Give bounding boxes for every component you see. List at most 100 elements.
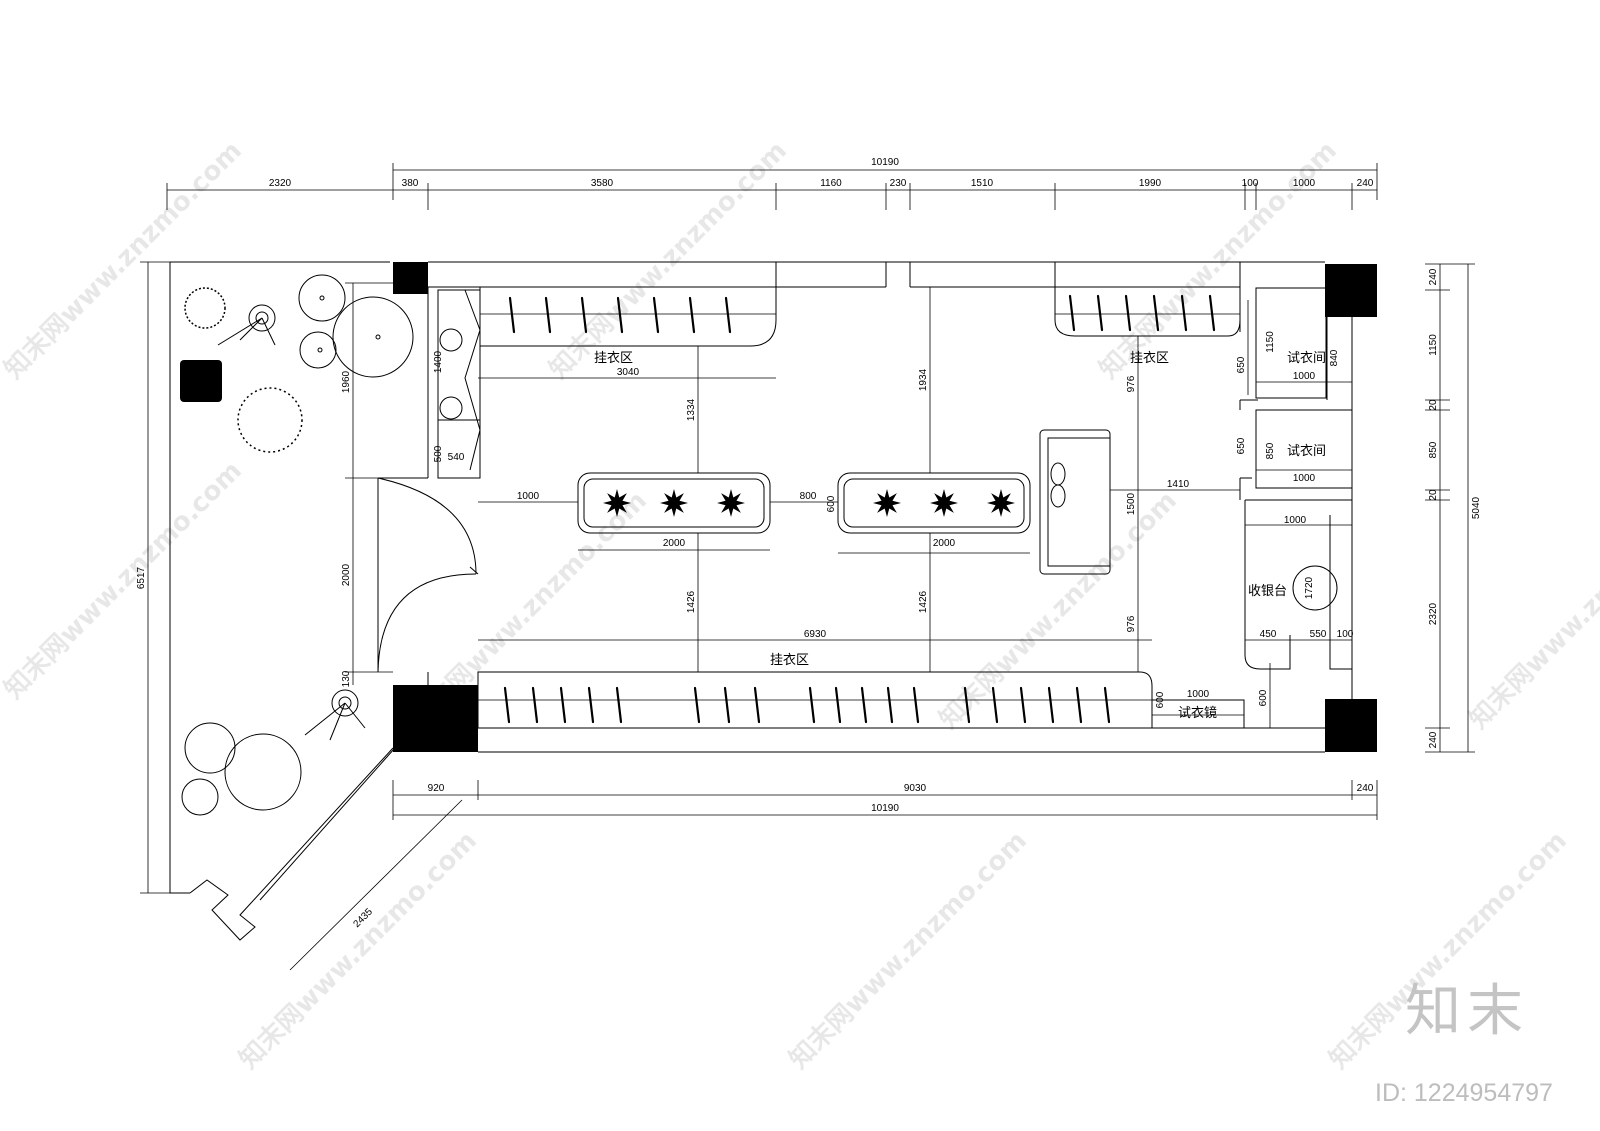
dim-interior: 1426 bbox=[918, 590, 929, 613]
dim-left: 130 bbox=[341, 670, 352, 687]
dim-cashier: 550 bbox=[1310, 629, 1327, 640]
dim-top-seg: 1160 bbox=[820, 178, 842, 189]
dim-right-seg: 2320 bbox=[1428, 602, 1439, 625]
dim-interior: 1334 bbox=[686, 398, 697, 421]
dim-bottom-seg: 9030 bbox=[904, 783, 927, 794]
hanger bbox=[615, 686, 623, 724]
hanger bbox=[963, 686, 971, 724]
dim-right-seg: 240 bbox=[1428, 731, 1439, 748]
dim-fitting: 840 bbox=[1329, 349, 1340, 366]
hanger bbox=[723, 686, 731, 724]
dim-left: 1960 bbox=[341, 370, 352, 393]
hanger bbox=[1124, 294, 1132, 332]
dim-right-seg: 240 bbox=[1428, 268, 1439, 285]
hanger bbox=[544, 296, 552, 334]
hanging-rack-top-right bbox=[1054, 287, 1241, 337]
dim-interior: 600 bbox=[826, 495, 837, 512]
watermark-text: 知末网www.znzmo.com bbox=[1094, 136, 1343, 385]
column bbox=[393, 685, 478, 752]
hanger bbox=[508, 296, 516, 334]
dim-left-total: 6517 bbox=[136, 566, 147, 589]
dim-cashier: 1720 bbox=[1304, 576, 1315, 599]
fitting-room-2 bbox=[1255, 409, 1353, 489]
dim-right-seg: 850 bbox=[1428, 441, 1439, 458]
hanger bbox=[587, 686, 595, 724]
fitting-room-1 bbox=[1255, 287, 1327, 399]
hanger bbox=[886, 686, 894, 724]
dim-bottom-total: 10190 bbox=[871, 803, 899, 814]
dim-interior: 976 bbox=[1126, 615, 1137, 632]
plant-symbol bbox=[717, 489, 745, 517]
mirror-label: 试衣镜 bbox=[1178, 705, 1217, 721]
dim-cashier: 1000 bbox=[1284, 515, 1307, 526]
column bbox=[393, 262, 428, 294]
watermark-text: 知末网www.znzmo.com bbox=[544, 136, 793, 385]
dim-interior: 976 bbox=[1126, 375, 1137, 392]
dim-fitting: 1150 bbox=[1265, 331, 1276, 353]
dim-fitting: 1000 bbox=[1293, 473, 1316, 484]
plant-symbol bbox=[930, 489, 958, 517]
fitting-room-label: 试衣间 bbox=[1287, 350, 1326, 366]
hanger bbox=[753, 686, 761, 724]
dim-right-total: 5040 bbox=[1471, 496, 1482, 519]
dim-interior: 6930 bbox=[804, 629, 827, 640]
dim-shelf: 500 bbox=[433, 445, 444, 462]
hanger bbox=[688, 296, 696, 334]
dim-interior: 2000 bbox=[663, 538, 686, 549]
entrance-door bbox=[377, 477, 479, 673]
watermark-text: 知末网www.znzmo.com bbox=[784, 826, 1033, 1075]
display-table-left bbox=[577, 472, 771, 534]
hanger bbox=[1103, 686, 1111, 724]
dim-fitting: 1000 bbox=[1293, 371, 1316, 382]
hanger bbox=[559, 686, 567, 724]
hanger bbox=[808, 686, 816, 724]
dim-top-seg: 3580 bbox=[591, 178, 614, 189]
plant-symbol bbox=[987, 489, 1015, 517]
dim-top-total: 10190 bbox=[871, 157, 899, 168]
brand-logo-text: 知末 bbox=[1405, 979, 1529, 1044]
hanging-rack-bottom bbox=[477, 671, 1153, 728]
dimension-lines bbox=[140, 163, 1475, 971]
hanger bbox=[1075, 686, 1083, 724]
dim-fitting: 850 bbox=[1265, 442, 1276, 459]
hanger bbox=[1047, 686, 1055, 724]
hanger bbox=[724, 296, 732, 334]
hanger bbox=[580, 296, 588, 334]
watermark-text: 知末网www.znzmo.com bbox=[1464, 486, 1600, 735]
dim-top-seg: 1000 bbox=[1293, 178, 1316, 189]
plant-symbol bbox=[873, 489, 901, 517]
zone-labels: 挂衣区 挂衣区 挂衣区 试衣间 试衣间 收银台 试衣镜 bbox=[594, 350, 1326, 721]
hanger bbox=[1096, 294, 1104, 332]
cashier-counter bbox=[1244, 499, 1353, 670]
dim-interior: 1000 bbox=[517, 491, 540, 502]
dim-interior: 1500 bbox=[1126, 492, 1137, 515]
hanging-zone-label: 挂衣区 bbox=[1130, 350, 1169, 366]
left-display-shelf bbox=[437, 289, 481, 479]
dim-cashier: 100 bbox=[1337, 629, 1354, 640]
dimension-texts: 10190 2320 380 3580 1160 230 1510 1990 1… bbox=[136, 157, 1482, 930]
hanger bbox=[860, 686, 868, 724]
dim-interior: 800 bbox=[800, 491, 817, 502]
hanger bbox=[693, 686, 701, 724]
cashier-label: 收银台 bbox=[1248, 584, 1287, 599]
sofa bbox=[1039, 429, 1111, 575]
plant-symbol bbox=[660, 489, 688, 517]
dim-right-seg: 20 bbox=[1428, 489, 1439, 501]
hanging-rack-top-left bbox=[479, 287, 777, 347]
column bbox=[1325, 264, 1377, 317]
hanger bbox=[1152, 294, 1160, 332]
dim-fitting: 650 bbox=[1236, 356, 1247, 373]
hanger bbox=[834, 686, 842, 724]
dim-mirror: 600 bbox=[1155, 691, 1166, 708]
watermark-text: 知末网www.znzmo.com bbox=[234, 826, 483, 1075]
hanger bbox=[531, 686, 539, 724]
dim-interior: 1410 bbox=[1167, 479, 1190, 490]
dim-interior: 1426 bbox=[686, 590, 697, 613]
hanger bbox=[652, 296, 660, 334]
display-table-right bbox=[837, 472, 1031, 534]
dim-interior: 1934 bbox=[918, 368, 929, 391]
fitting-mirror bbox=[1151, 699, 1245, 729]
dim-top-seg: 230 bbox=[890, 178, 907, 189]
structural-columns bbox=[393, 262, 1377, 752]
